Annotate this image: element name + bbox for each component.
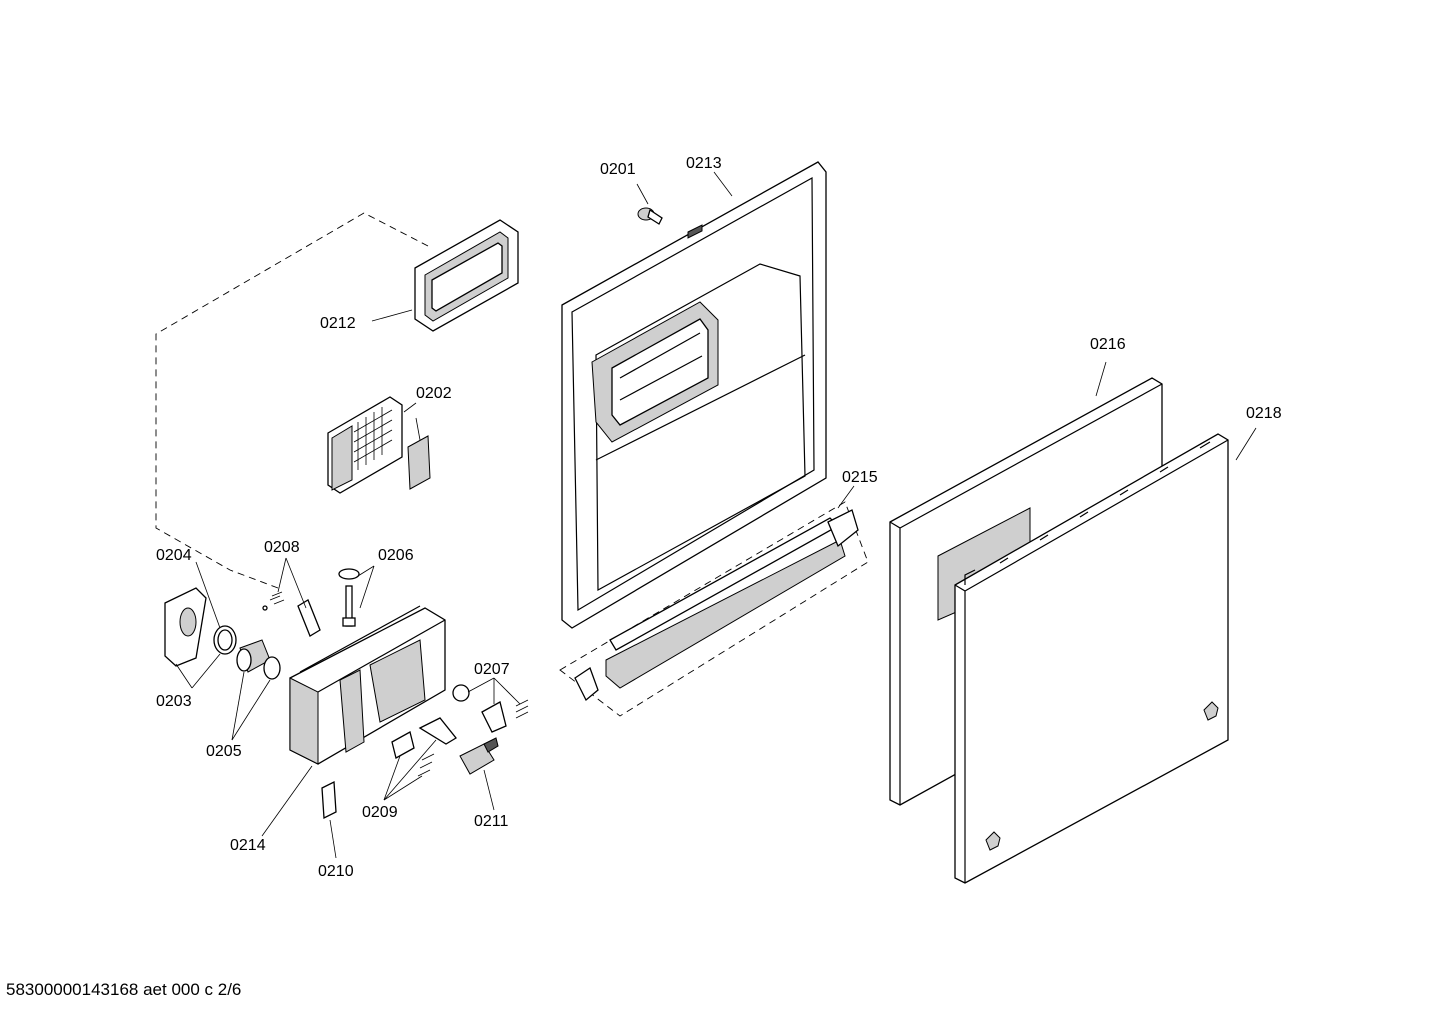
- part-0211-switch: [459, 737, 499, 775]
- label-0211: 0211: [474, 813, 509, 830]
- pad-0202: [407, 435, 431, 490]
- label-0205: 0205: [206, 743, 242, 760]
- label-0203: 0203: [156, 693, 192, 710]
- label-0214: 0214: [230, 837, 266, 854]
- document-code: 58300000143168 aet 000 c 2/6: [6, 980, 242, 999]
- label-0212: 0212: [320, 315, 356, 332]
- part-0207-ball: [452, 684, 529, 733]
- part-0204-lid: [164, 587, 207, 667]
- label-0207: 0207: [474, 661, 510, 678]
- part-labels: 0201 0213 0212 0202 0216 0218 0215 0204 …: [156, 155, 1282, 880]
- part-0213-inner-door: [561, 161, 827, 629]
- part-0205-valve: [236, 639, 281, 680]
- part-0210-clip: [321, 780, 337, 820]
- label-0206: 0206: [378, 547, 414, 564]
- label-0210: 0210: [318, 863, 354, 880]
- part-0208-lever: [262, 591, 321, 637]
- label-0208: 0208: [264, 539, 300, 556]
- part-0212-frame: [414, 219, 519, 332]
- part-0218-decor-panel: [954, 433, 1229, 884]
- label-0201: 0201: [600, 161, 636, 178]
- dashed-group-outline: [155, 212, 429, 589]
- leader-lines: [175, 171, 1257, 859]
- part-0215-strip: [559, 501, 869, 717]
- part-0214-dispenser: [289, 605, 446, 765]
- label-0209: 0209: [362, 804, 398, 821]
- label-0215: 0215: [842, 469, 878, 486]
- part-0209-clips: [391, 717, 457, 777]
- label-0202: 0202: [416, 385, 452, 402]
- part-0206-pin: [338, 568, 360, 627]
- part-0201-screw: [637, 207, 663, 225]
- part-0202-grid: [327, 396, 431, 494]
- label-0204: 0204: [156, 547, 192, 564]
- part-0203-ring: [213, 625, 237, 655]
- label-0216: 0216: [1090, 336, 1126, 353]
- label-0213: 0213: [686, 155, 722, 172]
- label-0218: 0218: [1246, 405, 1282, 422]
